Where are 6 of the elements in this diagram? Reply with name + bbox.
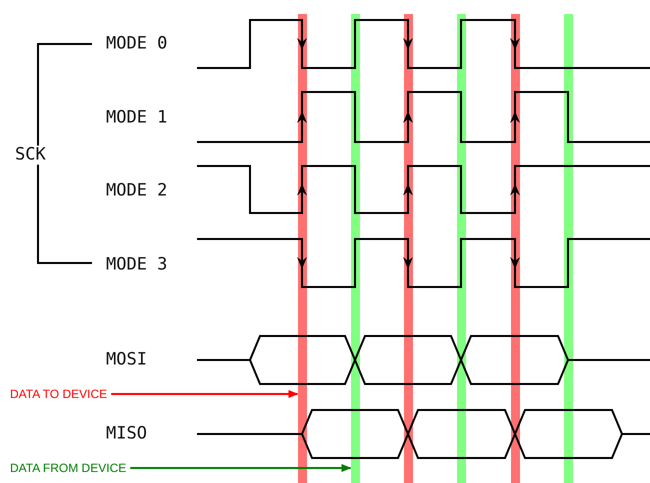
- arrow: [130, 464, 352, 472]
- signal-label: SCK: [15, 146, 46, 164]
- sampling-bar: [564, 14, 572, 483]
- arrow: [111, 390, 298, 398]
- note-text: DATA FROM DEVICE: [10, 461, 126, 475]
- note-text: DATA TO DEVICE: [10, 387, 108, 401]
